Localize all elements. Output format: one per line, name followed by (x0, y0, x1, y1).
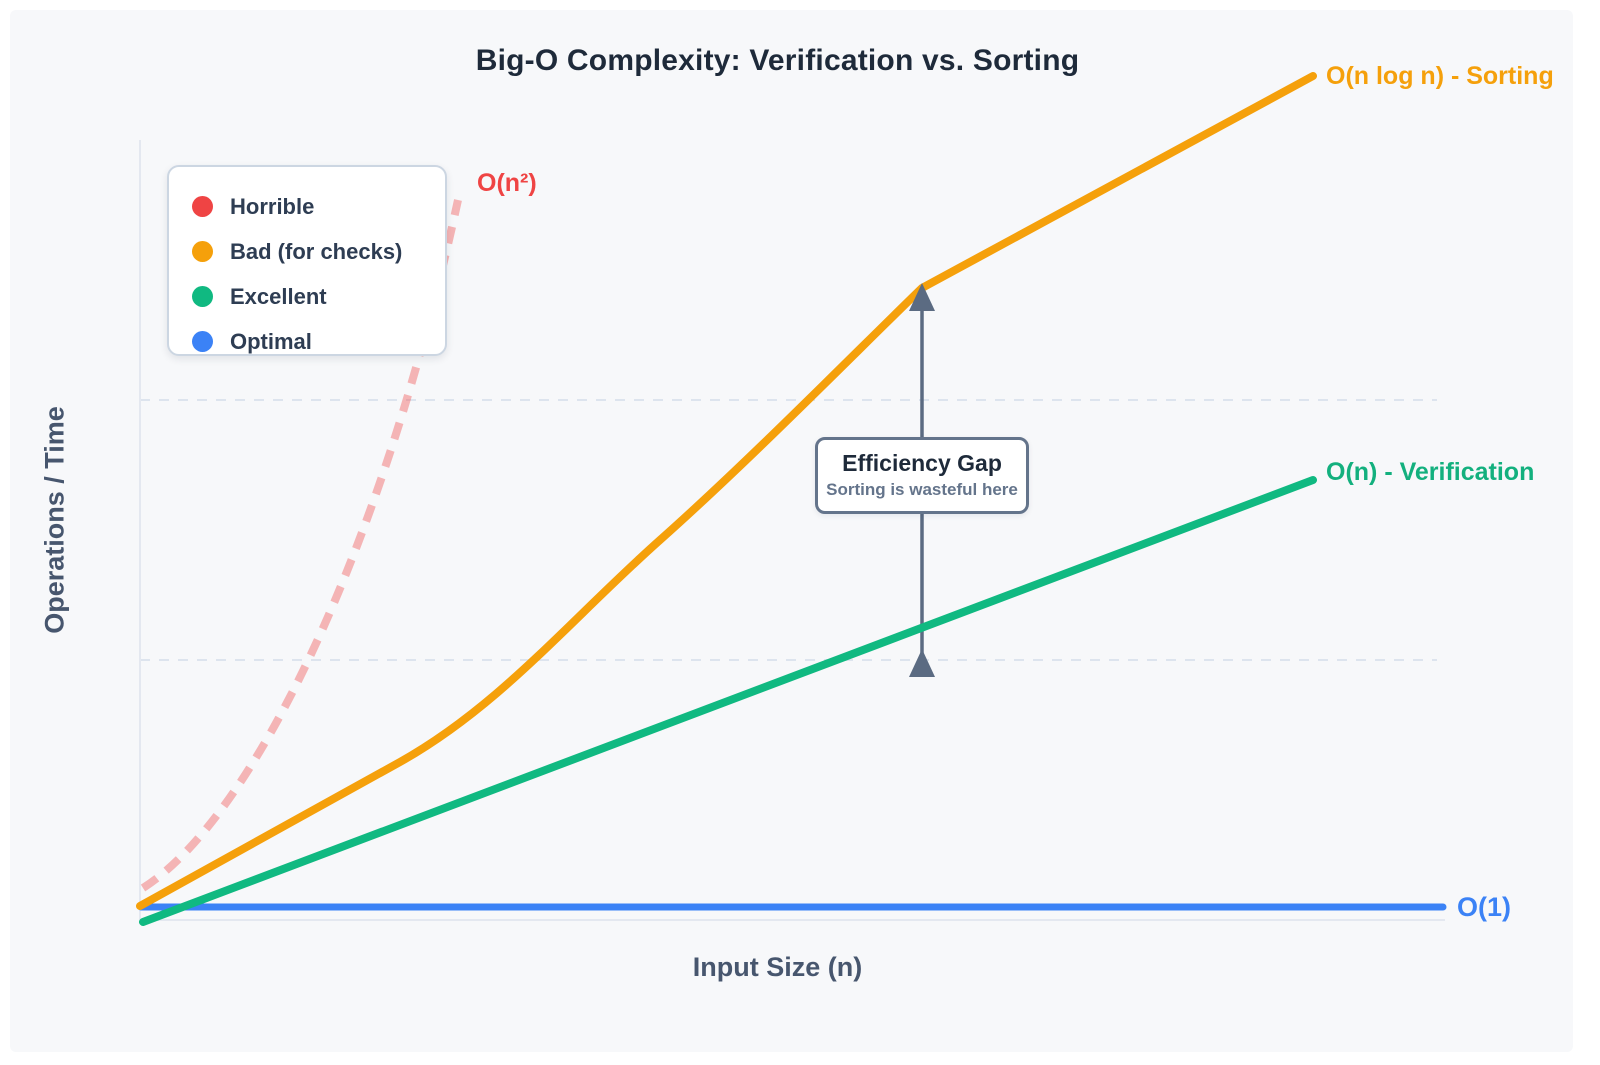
x-axis-label: Input Size (n) (692, 952, 863, 982)
chart-title: Big-O Complexity: Verification vs. Sorti… (475, 44, 1080, 77)
legend-item-label: Excellent (230, 283, 327, 309)
o-n-squared-label: O(n²) (477, 169, 537, 197)
legend-item-label: Horrible (230, 193, 315, 219)
legend-item-label: Optimal (230, 328, 312, 354)
arrow-head-top-icon (909, 283, 935, 311)
o-n-log-n-label: O(n log n) - Sorting (1326, 62, 1554, 90)
y-axis-label: Operations / Time (39, 406, 70, 634)
horrible-dot-icon (192, 196, 213, 217)
arrow-head-bottom-icon (909, 649, 935, 677)
legend-item-bad: Bad (for checks) (192, 229, 445, 274)
o-1-label: O(1) (1457, 892, 1511, 922)
legend-item-horrible: Horrible (192, 184, 445, 229)
o-n-line (139, 476, 1317, 926)
legend-item-label: Bad (for checks) (230, 238, 403, 264)
legend-item-optimal: Optimal (192, 319, 445, 364)
legend: Horrible Bad (for checks) Excellent Opti… (167, 165, 447, 356)
efficiency-gap-subtitle: Sorting is wasteful here (826, 480, 1018, 499)
excellent-dot-icon (192, 286, 213, 307)
efficiency-gap-annotation: Efficiency Gap Sorting is wasteful here (815, 437, 1029, 514)
bad-dot-icon (192, 241, 213, 262)
o-n-log-n-curve (136, 72, 1317, 910)
optimal-dot-icon (192, 331, 213, 352)
efficiency-gap-title: Efficiency Gap (842, 450, 1002, 476)
legend-item-excellent: Excellent (192, 274, 445, 319)
o-n-label: O(n) - Verification (1326, 458, 1535, 486)
